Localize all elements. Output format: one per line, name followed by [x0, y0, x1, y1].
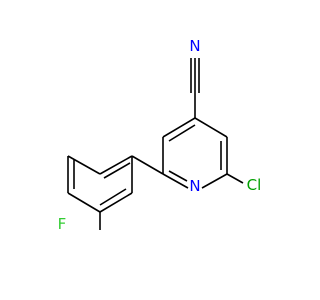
c3-c4-inner-bond	[168, 124, 196, 142]
c6-n1-bond	[201, 173, 228, 189]
ph-c5-c6-inner-bond	[99, 188, 127, 206]
atom-labels: N N Cl F	[58, 37, 262, 233]
ring-nitrogen-label: N	[189, 177, 200, 195]
biaryl-bond	[131, 155, 164, 175]
molecule-structure-diagram: N N Cl F	[58, 37, 262, 233]
ph-c1-c2-bond	[99, 155, 133, 175]
n1-c2-bond	[162, 173, 189, 189]
nitrile-nitrogen-label: N	[189, 37, 200, 55]
c3-c4-bond	[162, 117, 196, 138]
ph-c4-c5-bond	[67, 192, 101, 213]
bonds	[67, 58, 244, 230]
c4-c5-bond	[194, 117, 228, 138]
fluorine-label: F	[58, 215, 67, 233]
n1-c2-inner-bond	[168, 170, 188, 182]
ph-c5-c6-bond	[99, 192, 133, 213]
c6-cl-bond	[226, 173, 244, 184]
ph-c2-c3-bond	[67, 155, 101, 175]
chlorine-label: Cl	[247, 176, 262, 194]
ph-c1-c2-inner-bond	[103, 162, 131, 179]
